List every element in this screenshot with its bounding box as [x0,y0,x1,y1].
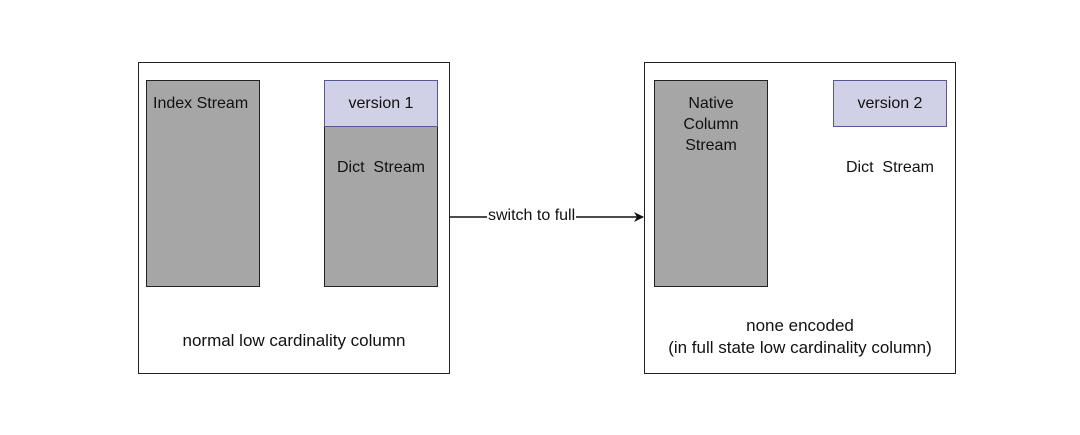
index-stream-label: Index Stream [153,95,249,112]
native-stream-line-2: Column [683,116,739,133]
dict-stream-label-right: Dict Stream [845,159,934,176]
right-caption-line-2: (in full state low cardinality column) [668,338,932,357]
version-1-badge: version 1 [324,80,438,127]
switch-to-full-label: switch to full [487,206,577,226]
native-stream-line-3: Stream [685,137,737,154]
right-panel-caption: none encoded (in full state low cardinal… [644,315,956,359]
right-caption-line-1: none encoded [746,316,854,335]
version-1-label: version 1 [348,94,414,112]
version-2-badge: version 2 [833,80,947,127]
version-2-label: version 2 [857,94,923,112]
index-stream-box [146,80,260,287]
dict-stream-label-left: Dict Stream [336,159,425,176]
native-stream-line-1: Native [688,95,734,112]
native-column-stream-box [654,80,768,287]
dict-stream-box-left [324,126,438,287]
native-column-stream-label: Native Column Stream [654,93,768,156]
left-panel-caption: normal low cardinality column [182,331,406,350]
